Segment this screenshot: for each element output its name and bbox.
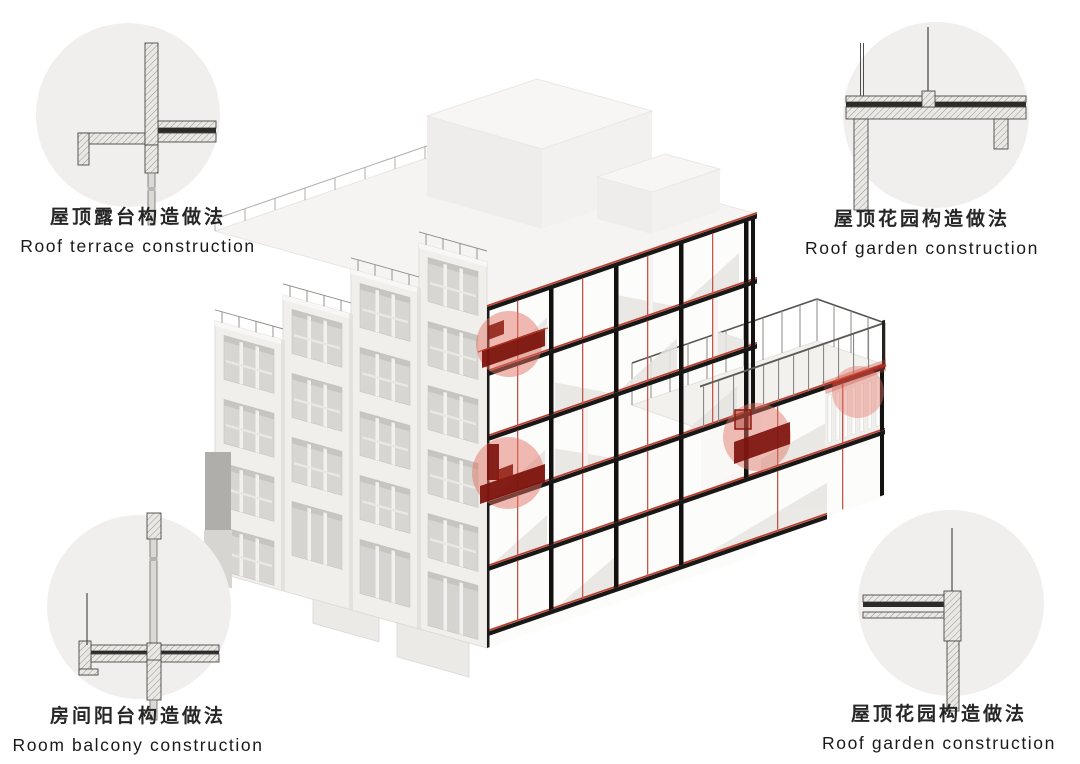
callout-label-en: Roof terrace construction — [20, 236, 256, 256]
callout-label-en: Room balcony construction — [12, 735, 264, 755]
highlight-roof-terrace — [476, 311, 549, 377]
highlight-roof-garden-corner — [822, 359, 887, 418]
detail-drawing-roof-garden-top — [843, 22, 1029, 211]
callout-circle — [36, 23, 220, 207]
highlight-roof-garden-mid — [723, 403, 791, 471]
podium-balusters — [825, 372, 883, 449]
callout-roof-garden-bottom: 屋顶花园构造做法 Roof garden construction — [799, 700, 1079, 756]
columns — [487, 218, 884, 648]
section-roof-garden — [845, 27, 1027, 211]
callout-roof-garden-top: 屋顶花园构造做法 Roof garden construction — [782, 205, 1062, 261]
podium-front-railing — [700, 319, 885, 428]
red-cut-lines — [487, 211, 885, 632]
red-wall-lines — [517, 232, 844, 622]
parapet-railing — [419, 231, 487, 260]
penthouse — [425, 78, 722, 234]
callout-label-zh: 屋顶露台构造做法 — [49, 207, 226, 228]
section-roof-terrace — [77, 42, 217, 226]
detail-drawing-roof-terrace — [36, 23, 220, 226]
callout-label-en: Roof garden construction — [805, 238, 1039, 258]
cut-face-structure — [487, 211, 885, 648]
floor-slabs — [487, 213, 885, 637]
callout-label-zh: 房间阳台构造做法 — [49, 706, 226, 727]
detail-drawing-roof-garden-edge — [858, 510, 1044, 712]
callout-circle — [47, 515, 231, 699]
callout-roof-terrace: 屋顶露台构造做法 Roof terrace construction — [0, 203, 276, 259]
left-facade — [214, 231, 488, 678]
detail-drawing-room-balcony — [47, 512, 231, 721]
section-roof-garden-edge — [862, 528, 962, 712]
section-room-balcony — [78, 512, 220, 721]
callout-label-zh: 屋顶花园构造做法 — [850, 704, 1027, 725]
highlight-room-balcony — [472, 437, 545, 509]
callout-room-balcony: 房间阳台构造做法 Room balcony construction — [0, 702, 276, 758]
callout-label-en: Roof garden construction — [822, 733, 1056, 753]
detail-highlights — [472, 311, 887, 509]
callout-label-zh: 屋顶花园构造做法 — [833, 209, 1010, 230]
